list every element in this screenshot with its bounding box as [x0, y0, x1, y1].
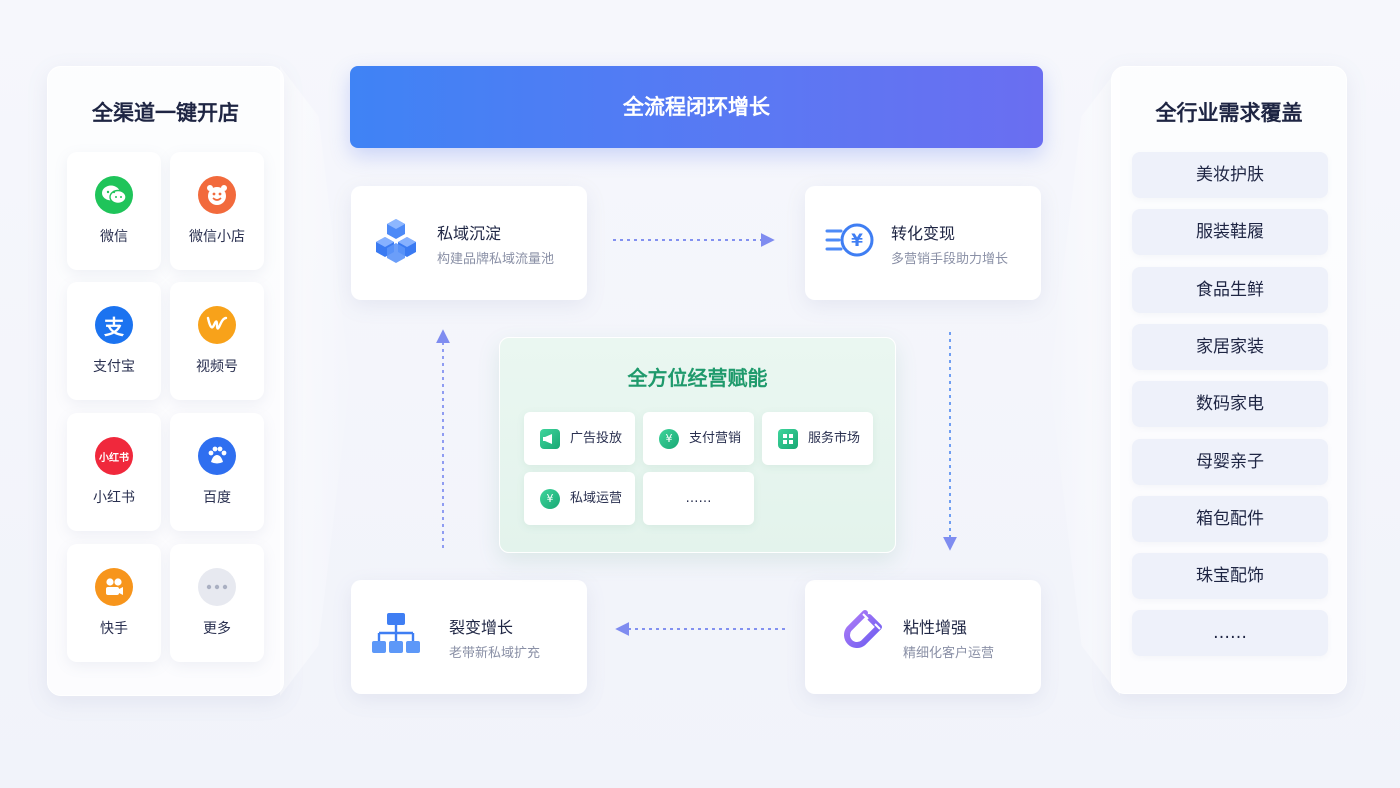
industry-item[interactable]: 食品生鲜 [1132, 267, 1328, 313]
stage-title: 转化变现 [891, 224, 956, 243]
chip-service-market[interactable]: 服务市场 [762, 412, 873, 465]
hierarchy-icon [372, 613, 420, 653]
wechat-icon [95, 176, 133, 214]
xiaohongshu-glyph: 小红书 [99, 452, 129, 464]
stage-title: 粘性增强 [903, 618, 968, 637]
grid-icon [778, 429, 798, 449]
stage-subtitle: 老带新私域扩充 [449, 646, 541, 661]
channels-panel-title: 全渠道一键开店 [92, 101, 239, 125]
stage-fission[interactable]: 裂变增长 老带新私域扩充 [351, 580, 587, 694]
channel-label: 微信 [100, 229, 128, 245]
megaphone-icon [540, 429, 560, 449]
stage-title: 裂变增长 [449, 618, 514, 637]
stage-title: 私域沉淀 [437, 224, 502, 243]
channel-alipay[interactable]: 支 支付宝 [67, 282, 161, 400]
channels-panel: 全渠道一键开店 微信 微信小店 支 支付宝 视频号 小红书 小红书 百度 [47, 66, 284, 696]
more-icon [198, 568, 236, 606]
industry-more[interactable]: …… [1132, 610, 1328, 656]
yuan-icon: ¥ [540, 489, 560, 509]
stage-stickiness[interactable]: 粘性增强 精细化客户运营 [805, 580, 1041, 694]
industry-item[interactable]: 数码家电 [1132, 381, 1328, 427]
industries-panel: 全行业需求覆盖 美妆护肤 服装鞋履 食品生鲜 家居家装 数码家电 母婴亲子 箱包… [1111, 66, 1347, 694]
stage-subtitle: 多营销手段助力增长 [891, 252, 1009, 267]
magnet-icon [844, 610, 882, 648]
channel-kuaishou[interactable]: 快手 [67, 544, 161, 662]
chip-ads[interactable]: 广告投放 [524, 412, 635, 465]
channels-icon [198, 306, 236, 344]
empowerment-title: 全方位经营赋能 [627, 366, 768, 390]
growth-banner: 全流程闭环增长 [350, 66, 1043, 148]
stage-conversion[interactable]: ¥ 转化变现 多营销手段助力增长 [805, 186, 1041, 300]
alipay-glyph: 支 [104, 314, 124, 339]
channel-xiaohongshu[interactable]: 小红书 小红书 [67, 413, 161, 531]
channel-label: 更多 [203, 621, 231, 637]
industry-item[interactable]: 美妆护肤 [1132, 152, 1328, 198]
channel-label: 视频号 [196, 359, 238, 375]
channel-label: 支付宝 [93, 359, 135, 375]
industry-item[interactable]: 箱包配件 [1132, 496, 1328, 542]
wechat-shop-icon [198, 176, 236, 214]
baidu-icon [198, 437, 236, 475]
chip-label: 支付营销 [689, 431, 742, 446]
cubes-icon [376, 219, 416, 263]
channel-label: 快手 [100, 621, 128, 637]
channel-wechat-shop[interactable]: 微信小店 [170, 152, 264, 270]
yuan-glyph: ¥ [851, 231, 863, 251]
chip-more-label: …… [685, 491, 712, 506]
chip-private-operation[interactable]: ¥ 私域运营 [524, 472, 635, 525]
stage-subtitle: 精细化客户运营 [903, 646, 995, 661]
yuan-icon: ¥ [659, 429, 679, 449]
chip-payment-marketing[interactable]: ¥ 支付营销 [643, 412, 754, 465]
industry-item[interactable]: 珠宝配饰 [1132, 553, 1328, 599]
stage-subtitle: 构建品牌私域流量池 [437, 252, 555, 267]
channel-baidu[interactable]: 百度 [170, 413, 264, 531]
kuaishou-icon [95, 568, 133, 606]
industries-panel-title: 全行业需求覆盖 [1155, 101, 1303, 125]
empowerment-box: 全方位经营赋能 广告投放 ¥ 支付营销 服务市场 ¥ 私域运营 …… [499, 337, 896, 553]
channel-label: 小红书 [93, 490, 135, 506]
coin-yuan-icon: ¥ [825, 223, 874, 257]
industry-item[interactable]: 家居家装 [1132, 324, 1328, 370]
stage-private-traffic[interactable]: 私域沉淀 构建品牌私域流量池 [351, 186, 587, 300]
channel-video[interactable]: 视频号 [170, 282, 264, 400]
channel-label: 百度 [203, 490, 231, 506]
xiaohongshu-icon: 小红书 [95, 437, 133, 475]
chip-label: 私域运营 [570, 491, 623, 506]
chip-more[interactable]: …… [643, 472, 754, 525]
channel-more[interactable]: 更多 [170, 544, 264, 662]
chip-label: 服务市场 [808, 431, 861, 446]
chip-label: 广告投放 [570, 431, 623, 446]
alipay-icon: 支 [95, 306, 133, 344]
channel-wechat[interactable]: 微信 [67, 152, 161, 270]
industry-item[interactable]: 母婴亲子 [1132, 439, 1328, 485]
industry-item[interactable]: 服装鞋履 [1132, 209, 1328, 255]
channel-label: 微信小店 [189, 229, 245, 245]
